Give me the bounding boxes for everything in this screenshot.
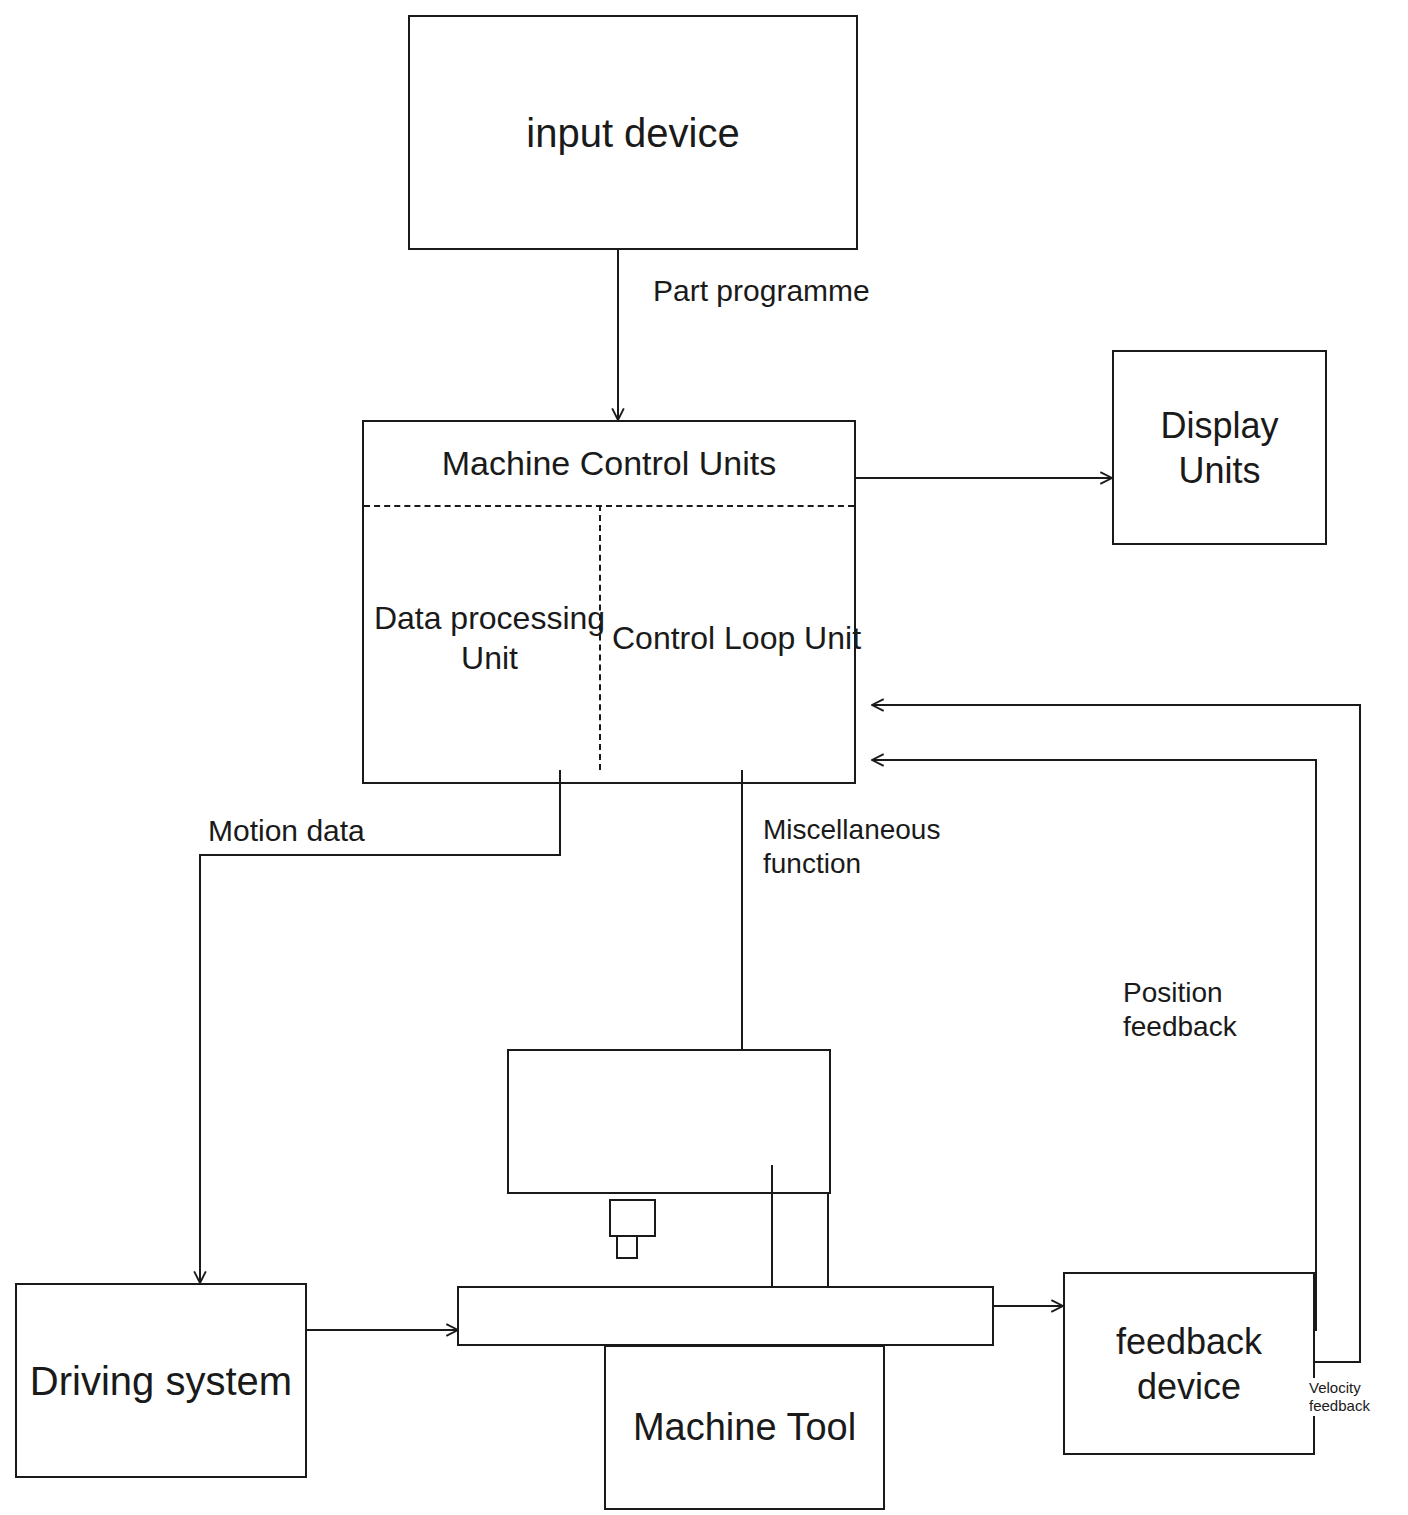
edge-label: Velocity feedback — [1306, 1378, 1408, 1416]
machine-table — [458, 1287, 993, 1345]
control-unit-box: Machine Control UnitsData processing Uni… — [362, 420, 856, 784]
connector-line — [872, 705, 1360, 1362]
connector-line — [993, 1305, 1063, 1307]
cutting-tool — [617, 1236, 637, 1258]
box-title: Machine Control Units — [434, 438, 784, 489]
input-device-box: input device — [408, 15, 858, 250]
box-label: input device — [518, 104, 747, 162]
box-label: Data processing Unit — [364, 594, 615, 682]
edge-label: Miscellaneous function — [760, 812, 1046, 881]
edge-label: Part programme — [650, 272, 873, 310]
connector-line — [856, 477, 1112, 479]
spindle-head — [508, 1050, 830, 1193]
driving-system-box: Driving system — [15, 1283, 307, 1478]
processing-unit: Data processing Unit — [364, 505, 615, 770]
box-label: feedback device — [1065, 1315, 1313, 1413]
box-label: Control Loop Unit — [604, 614, 869, 662]
connector-line — [307, 1329, 458, 1331]
tool-holder — [610, 1200, 655, 1236]
box-label: Machine Tool — [625, 1400, 864, 1456]
edge-label: Position feedback — [1120, 975, 1311, 1044]
connector-line — [200, 770, 560, 1283]
box-label: Display Units — [1114, 399, 1325, 497]
control-loop-unit: Control Loop Unit — [599, 505, 872, 770]
display-box: Display Units — [1112, 350, 1327, 545]
machine-base: Machine Tool — [604, 1345, 885, 1510]
edge-label: Motion data — [205, 812, 368, 850]
connector-line — [617, 250, 619, 420]
machine-column — [772, 1165, 828, 1287]
feedback-box: feedback device — [1063, 1272, 1315, 1455]
box-label: Driving system — [22, 1352, 300, 1410]
panel-header: Machine Control Units — [364, 422, 854, 507]
connector-line — [741, 770, 743, 1050]
